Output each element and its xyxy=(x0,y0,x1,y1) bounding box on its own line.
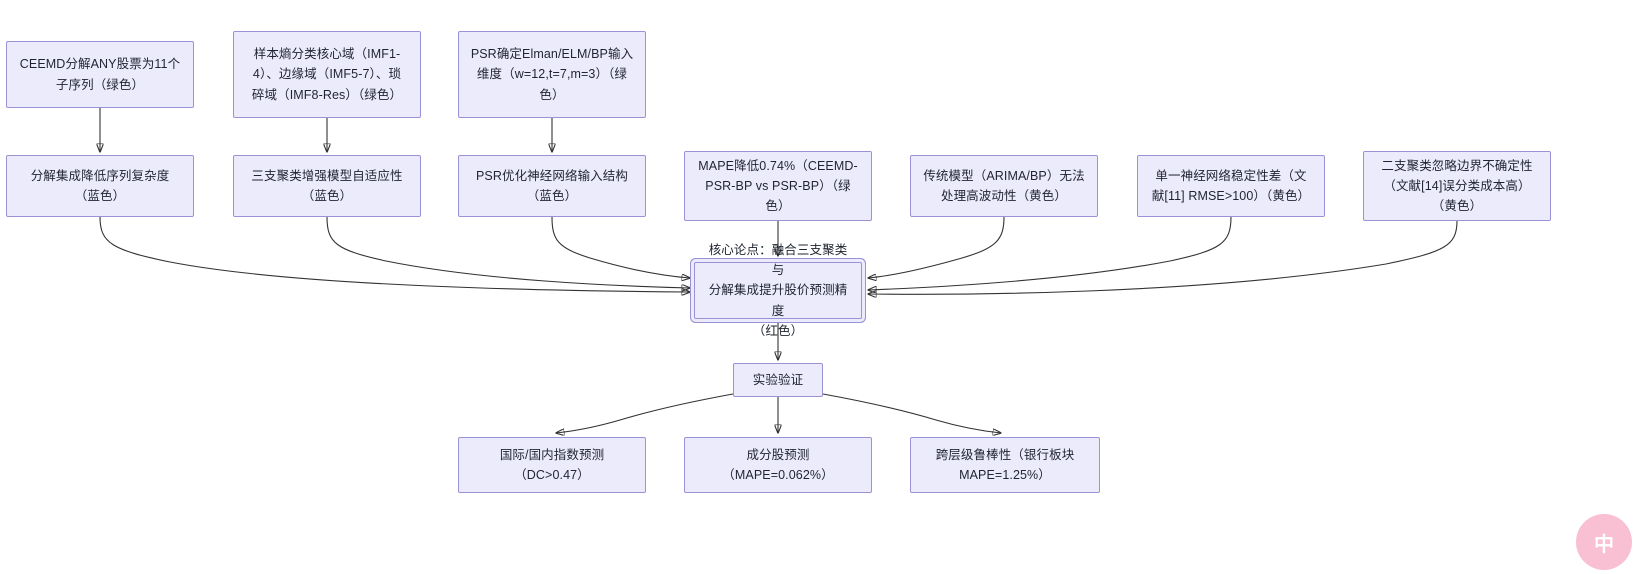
node-three-way-clustering-adaptive[interactable]: 三支聚类增强模型自适应性 （蓝色） xyxy=(233,155,421,217)
node-cross-level-robustness-result[interactable]: 跨层级鲁棒性（银行板块 MAPE=1.25%） xyxy=(910,437,1100,493)
edge-threeway-to-core xyxy=(326,216,690,288)
watermark-text: 中 xyxy=(1594,531,1614,556)
node-decomposition-complexity[interactable]: 分解集成降低序列复杂度 （蓝色） xyxy=(6,155,194,217)
node-traditional-model-limitation[interactable]: 传统模型（ARIMA/BP）无法 处理高波动性（黄色） xyxy=(910,155,1098,217)
node-experiment-validation[interactable]: 实验验证 xyxy=(733,363,823,397)
node-core-claim[interactable]: 核心论点：融合三支聚类与 分解集成提升股价预测精度 （红色） xyxy=(694,243,862,338)
node-sample-entropy-classification[interactable]: 样本熵分类核心域（IMF1- 4）、边缘域（IMF5-7）、琐 碎域（IMF8-… xyxy=(233,31,421,118)
edge-psropt-to-core xyxy=(551,216,690,278)
node-psr-optimize-nn-input[interactable]: PSR优化神经网络输入结构 （蓝色） xyxy=(458,155,646,217)
edge-validation-to-robust xyxy=(822,393,1001,433)
edge-validation-to-index xyxy=(556,393,734,433)
watermark-badge: 中 xyxy=(1576,514,1632,570)
edge-traditional-to-core xyxy=(868,216,1005,278)
node-single-nn-instability[interactable]: 单一神经网络稳定性差（文 献[11] RMSE>100）（黄色） xyxy=(1137,155,1325,217)
node-ceemd-decomposition[interactable]: CEEMD分解ANY股票为11个 子序列（绿色） xyxy=(6,41,194,108)
edge-twoway-to-core xyxy=(868,220,1458,294)
edge-singlenn-to-core xyxy=(868,216,1232,290)
node-index-forecast-result[interactable]: 国际/国内指数预测 （DC>0.47） xyxy=(458,437,646,493)
edge-decomp-to-core xyxy=(99,216,690,292)
node-mape-reduction[interactable]: MAPE降低0.74%（CEEMD- PSR-BP vs PSR-BP）（绿 色… xyxy=(684,151,872,221)
node-two-way-clustering-boundary[interactable]: 二支聚类忽略边界不确定性 （文献[14]误分类成本高） （黄色） xyxy=(1363,151,1551,221)
node-psr-input-dimension[interactable]: PSR确定Elman/ELM/BP输入 维度（w=12,t=7,m=3）（绿 色… xyxy=(458,31,646,118)
node-constituent-stock-result[interactable]: 成分股预测 （MAPE=0.062%） xyxy=(684,437,872,493)
